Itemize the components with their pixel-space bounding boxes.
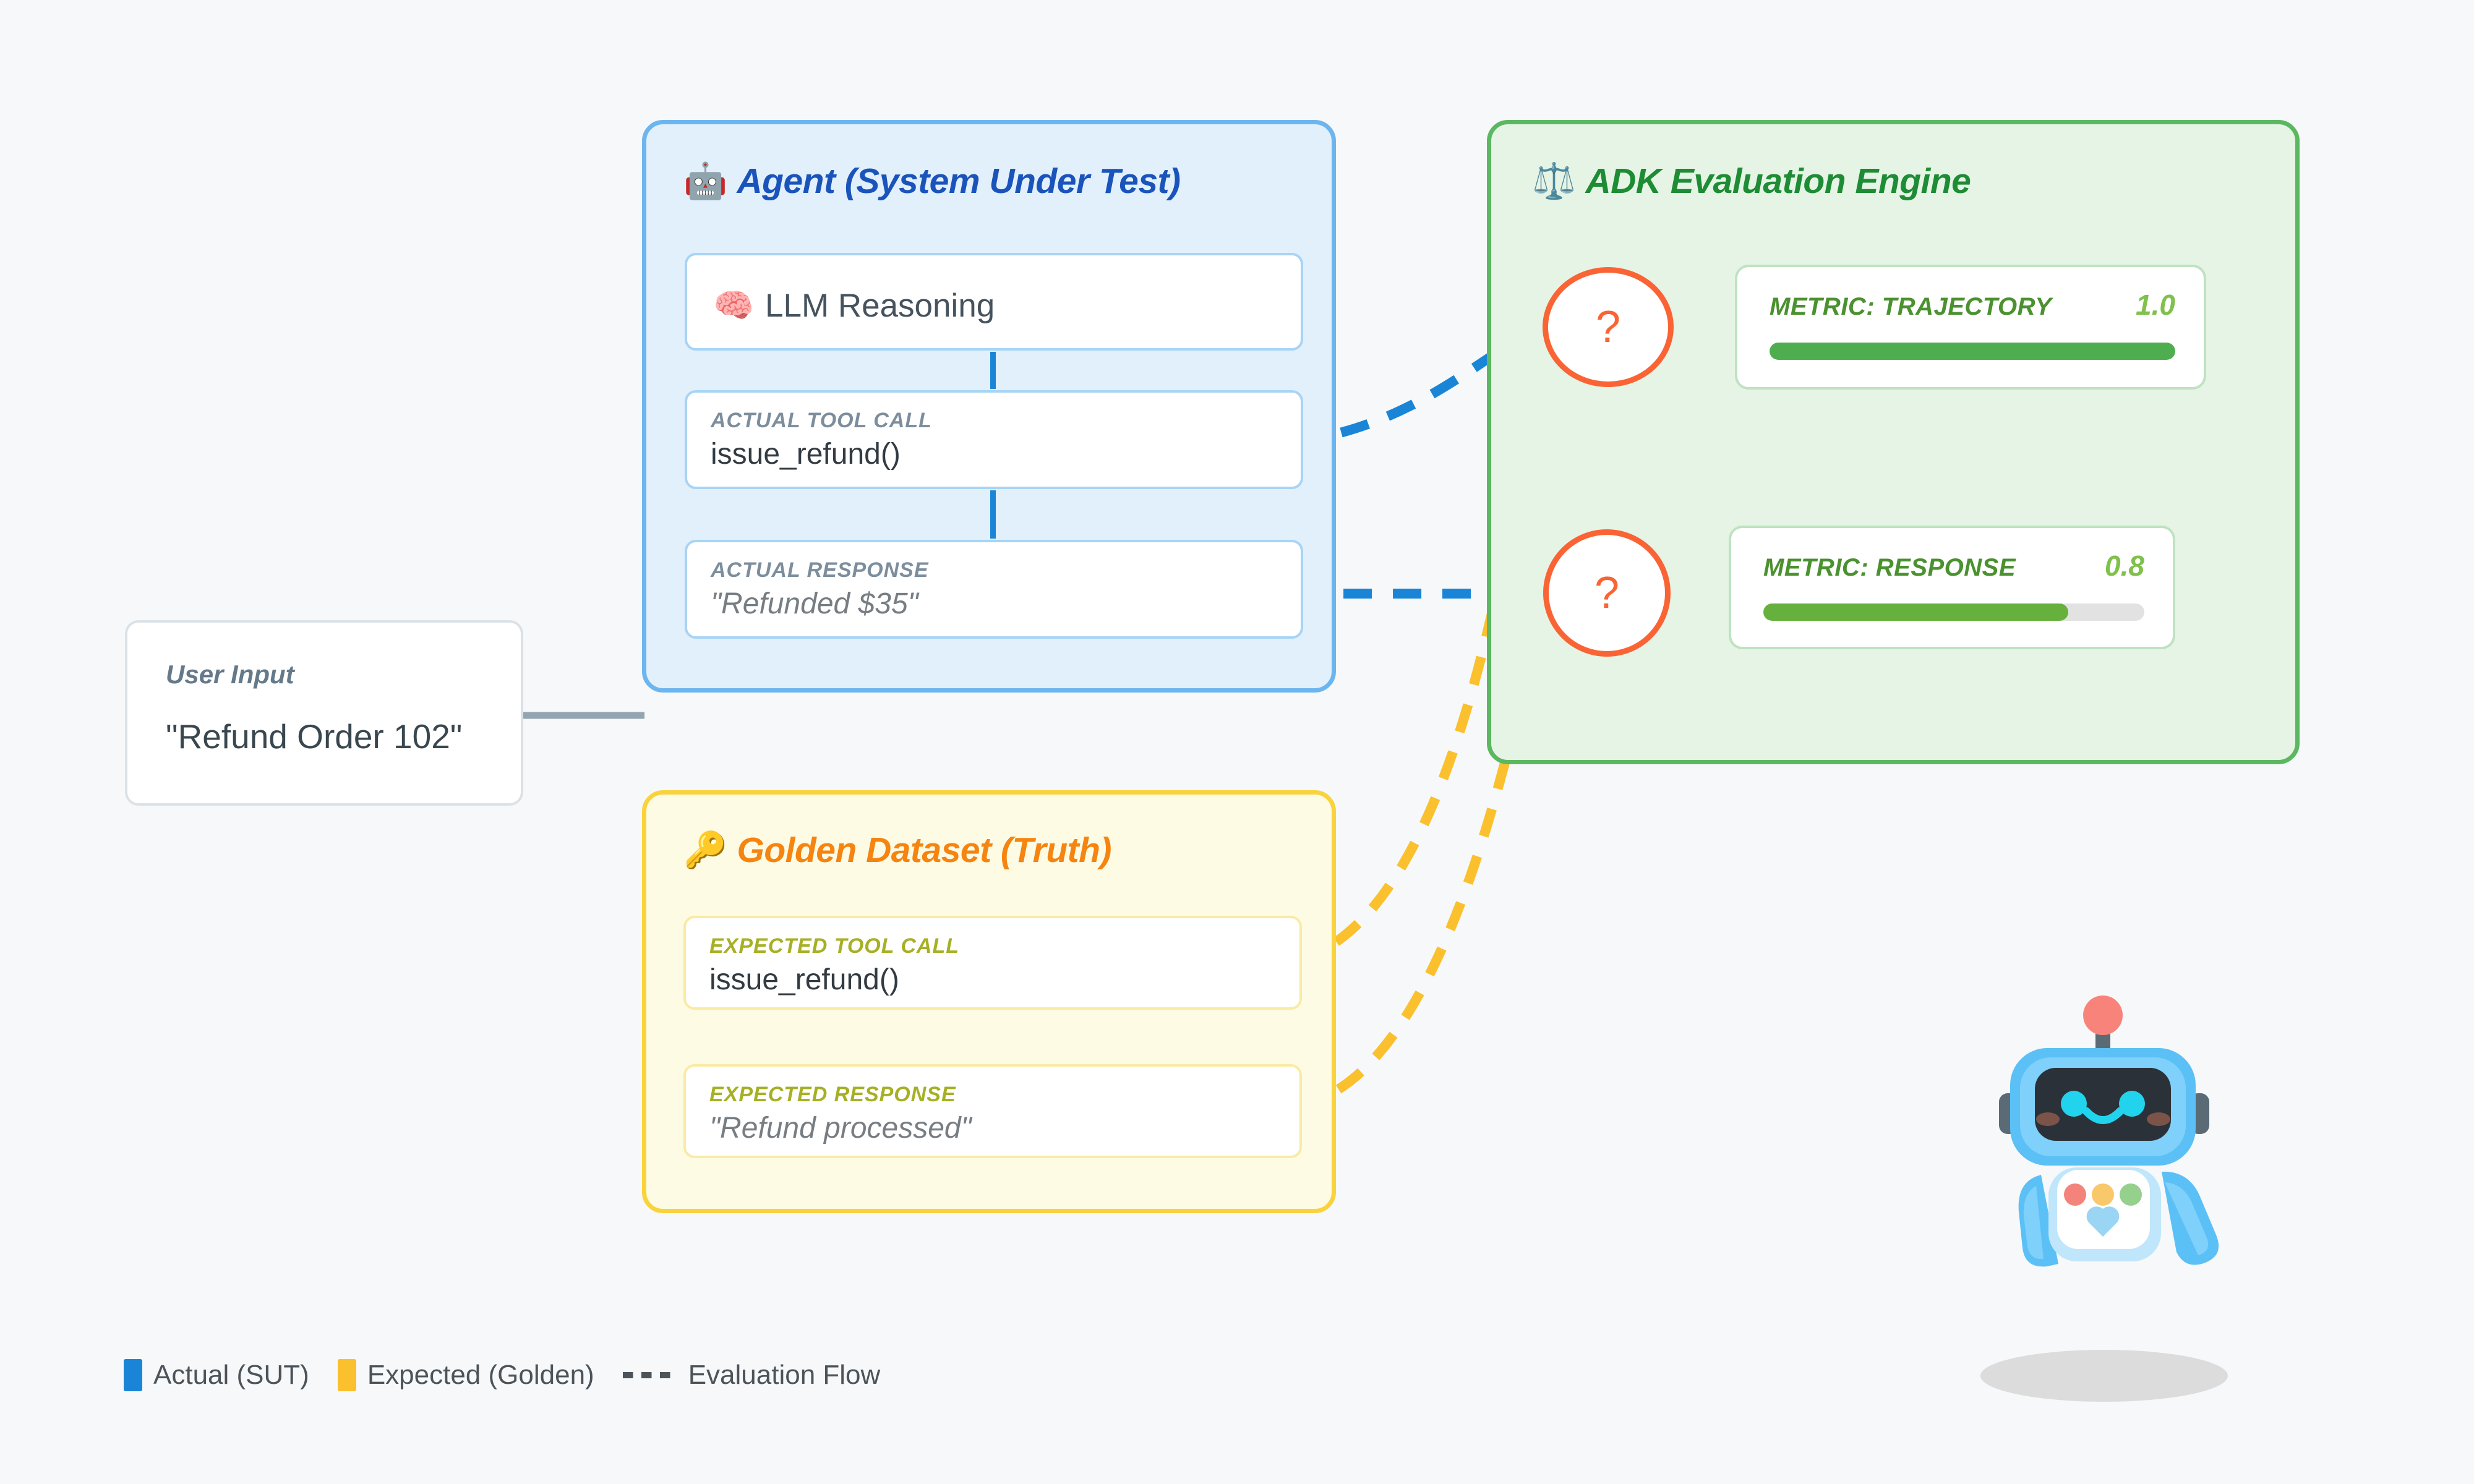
eval-panel-title-text: ADK Evaluation Engine [1585, 161, 1971, 201]
expected-response-label: EXPECTED RESPONSE [709, 1083, 956, 1106]
agent-panel-title-text: Agent (System Under Test) [737, 161, 1181, 201]
legend-item-expected: Expected (Golden) [337, 1359, 594, 1391]
mascot-eye-left [2061, 1091, 2087, 1117]
robot-mascot [1980, 996, 2228, 1402]
expected-tool-call-label: EXPECTED TOOL CALL [709, 934, 960, 958]
metric-response-track [1763, 603, 2144, 621]
metric-response-head: METRIC: RESPONSE 0.8 [1763, 549, 2144, 582]
legend-label-expected: Expected (Golden) [367, 1360, 594, 1390]
legend-label-flow: Evaluation Flow [688, 1360, 881, 1390]
legend-swatch-yellow-icon [337, 1359, 356, 1391]
expected-tool-call-value: issue_refund() [709, 963, 899, 996]
actual-tool-call-label: ACTUAL TOOL CALL [711, 409, 932, 432]
mascot-indicator-red [2064, 1183, 2086, 1206]
actual-tool-call-value: issue_refund() [711, 438, 901, 471]
legend-label-actual: Actual (SUT) [153, 1360, 309, 1390]
mascot-screen [2035, 1068, 2171, 1141]
mascot-indicator-green [2120, 1183, 2142, 1206]
llm-reasoning-label: LLM Reasoning [765, 287, 995, 324]
legend-item-actual: Actual (SUT) [124, 1359, 309, 1391]
agent-connector-stub-2 [990, 490, 996, 539]
mascot-cheek-right [2147, 1112, 2170, 1126]
golden-panel-title-text: Golden Dataset (Truth) [737, 830, 1111, 870]
mascot-eye-right [2119, 1091, 2145, 1117]
metric-trajectory-fill [1770, 343, 2175, 360]
metric-trajectory-head: METRIC: TRAJECTORY 1.0 [1770, 288, 2175, 322]
metric-response-fill [1763, 603, 2068, 621]
agent-panel-title: 🤖 Agent (System Under Test) [683, 160, 1181, 202]
mascot-smile [2082, 1107, 2125, 1124]
metric-card-trajectory[interactable]: METRIC: TRAJECTORY 1.0 [1735, 265, 2206, 390]
comparator-circle-trajectory: ? [1543, 267, 1674, 387]
question-mark-icon: ? [1595, 302, 1621, 352]
balance-scale-emoji-icon: ⚖️ [1532, 161, 1576, 201]
actual-response-card[interactable]: ACTUAL RESPONSE "Refunded $35" [685, 540, 1303, 639]
actual-response-label: ACTUAL RESPONSE [711, 558, 929, 582]
metric-card-response[interactable]: METRIC: RESPONSE 0.8 [1729, 526, 2175, 649]
mascot-antenna-bulb [2083, 996, 2123, 1035]
metric-trajectory-name: METRIC: TRAJECTORY [1770, 293, 2052, 320]
legend-item-flow: Evaluation Flow [622, 1360, 881, 1391]
golden-dataset-panel: 🔑 Golden Dataset (Truth) EXPECTED TOOL C… [642, 790, 1336, 1213]
brain-emoji-icon: 🧠 [713, 288, 754, 324]
user-input-box[interactable]: User Input "Refund Order 102" [125, 620, 523, 806]
expected-response-value: "Refund processed" [709, 1112, 972, 1145]
agent-panel: 🤖 Agent (System Under Test) 🧠 LLM Reason… [642, 120, 1336, 693]
mascot-arm-left-shade [2023, 1186, 2044, 1260]
mascot-heart-icon [2086, 1206, 2120, 1237]
key-emoji-icon: 🔑 [683, 830, 727, 870]
mascot-arm-right-shade [2165, 1182, 2209, 1255]
comparator-circle-response: ? [1543, 529, 1671, 657]
robot-emoji-icon: 🤖 [683, 161, 727, 201]
question-mark-icon: ? [1594, 568, 1620, 618]
actual-response-value: "Refunded $35" [711, 587, 918, 620]
metric-trajectory-track [1770, 343, 2175, 360]
mascot-shadow [1980, 1350, 2228, 1402]
metric-response-name: METRIC: RESPONSE [1763, 554, 2016, 581]
expected-tool-call-card[interactable]: EXPECTED TOOL CALL issue_refund() [683, 916, 1302, 1010]
llm-reasoning-card[interactable]: 🧠 LLM Reasoning [685, 253, 1303, 351]
metric-response-score: 0.8 [2105, 550, 2144, 582]
agent-connector-stub-1 [990, 352, 996, 389]
mascot-cheek-left [2036, 1112, 2060, 1126]
legend: Actual (SUT) Expected (Golden) Evaluatio… [124, 1359, 909, 1391]
legend-dashed-line-icon [622, 1372, 677, 1378]
expected-response-card[interactable]: EXPECTED RESPONSE "Refund processed" [683, 1064, 1302, 1158]
mascot-indicator-yellow [2092, 1183, 2114, 1206]
user-input-value: "Refund Order 102" [166, 717, 463, 756]
legend-swatch-blue-icon [124, 1359, 142, 1391]
user-input-label: User Input [166, 660, 294, 689]
llm-reasoning-row: 🧠 LLM Reasoning [713, 286, 995, 325]
metric-trajectory-score: 1.0 [2136, 289, 2175, 321]
eval-panel-title: ⚖️ ADK Evaluation Engine [1532, 160, 1971, 202]
golden-panel-title: 🔑 Golden Dataset (Truth) [683, 829, 1111, 871]
actual-tool-call-card[interactable]: ACTUAL TOOL CALL issue_refund() [685, 390, 1303, 489]
adk-evaluation-engine-panel: ⚖️ ADK Evaluation Engine [1487, 120, 2300, 764]
